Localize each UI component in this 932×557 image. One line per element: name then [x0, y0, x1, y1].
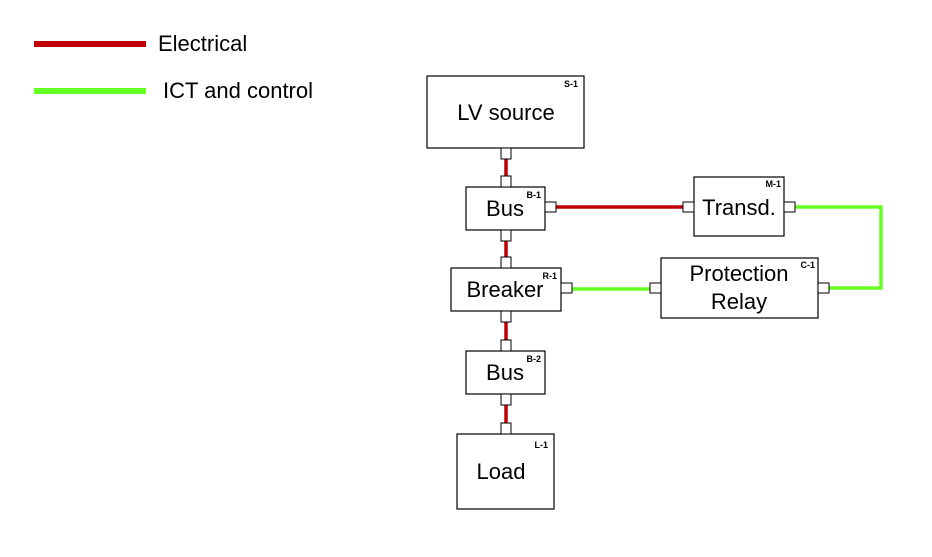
- block-breaker-tag: R-1: [542, 271, 557, 281]
- port-breaker-right: [560, 282, 573, 294]
- wire-transducer-relay: [783, 205, 883, 290]
- block-relay-label-line1: Protection: [689, 261, 788, 286]
- port-breaker-bottom: [500, 310, 512, 323]
- port-relay-left: [649, 282, 662, 294]
- block-load-label: Load: [477, 459, 526, 484]
- port-bus2-top: [500, 339, 512, 352]
- block-bus-2-label: Bus: [486, 360, 524, 385]
- port-transducer-right: [783, 201, 796, 213]
- port-relay-right: [817, 282, 830, 294]
- block-bus-2-tag: B-2: [526, 354, 541, 364]
- block-transducer[interactable]: Transd. M-1: [693, 176, 785, 237]
- port-bus1-top: [500, 175, 512, 188]
- port-breaker-top: [500, 256, 512, 269]
- port-bus2-bottom: [500, 393, 512, 406]
- legend-ict-label: ICT and control: [163, 78, 313, 103]
- block-lv-source-label: LV source: [457, 100, 554, 125]
- block-load-tag: L-1: [535, 440, 549, 450]
- block-load[interactable]: Load L-1: [456, 433, 555, 510]
- block-transducer-tag: M-1: [766, 179, 782, 189]
- port-load-top: [500, 422, 512, 435]
- block-relay-tag: C-1: [800, 260, 815, 270]
- block-lv-source-tag: S-1: [564, 79, 578, 89]
- block-protection-relay[interactable]: Protection Relay C-1: [660, 257, 819, 319]
- block-transducer-label: Transd.: [702, 195, 776, 220]
- port-transducer-left: [682, 201, 695, 213]
- legend-electrical-label: Electrical: [158, 31, 247, 56]
- legend: Electrical ICT and control: [34, 31, 313, 103]
- block-bus-1-tag: B-1: [526, 190, 541, 200]
- block-relay-label-line2: Relay: [711, 289, 767, 314]
- block-bus-1[interactable]: Bus B-1: [465, 186, 546, 231]
- port-source-bottom: [500, 147, 512, 160]
- block-breaker[interactable]: Breaker R-1: [450, 267, 562, 312]
- block-lv-source[interactable]: LV source S-1: [426, 75, 585, 149]
- port-bus1-right: [544, 201, 557, 213]
- block-bus-1-label: Bus: [486, 196, 524, 221]
- port-bus1-bottom: [500, 229, 512, 242]
- block-bus-2[interactable]: Bus B-2: [465, 350, 546, 395]
- block-breaker-label: Breaker: [466, 277, 543, 302]
